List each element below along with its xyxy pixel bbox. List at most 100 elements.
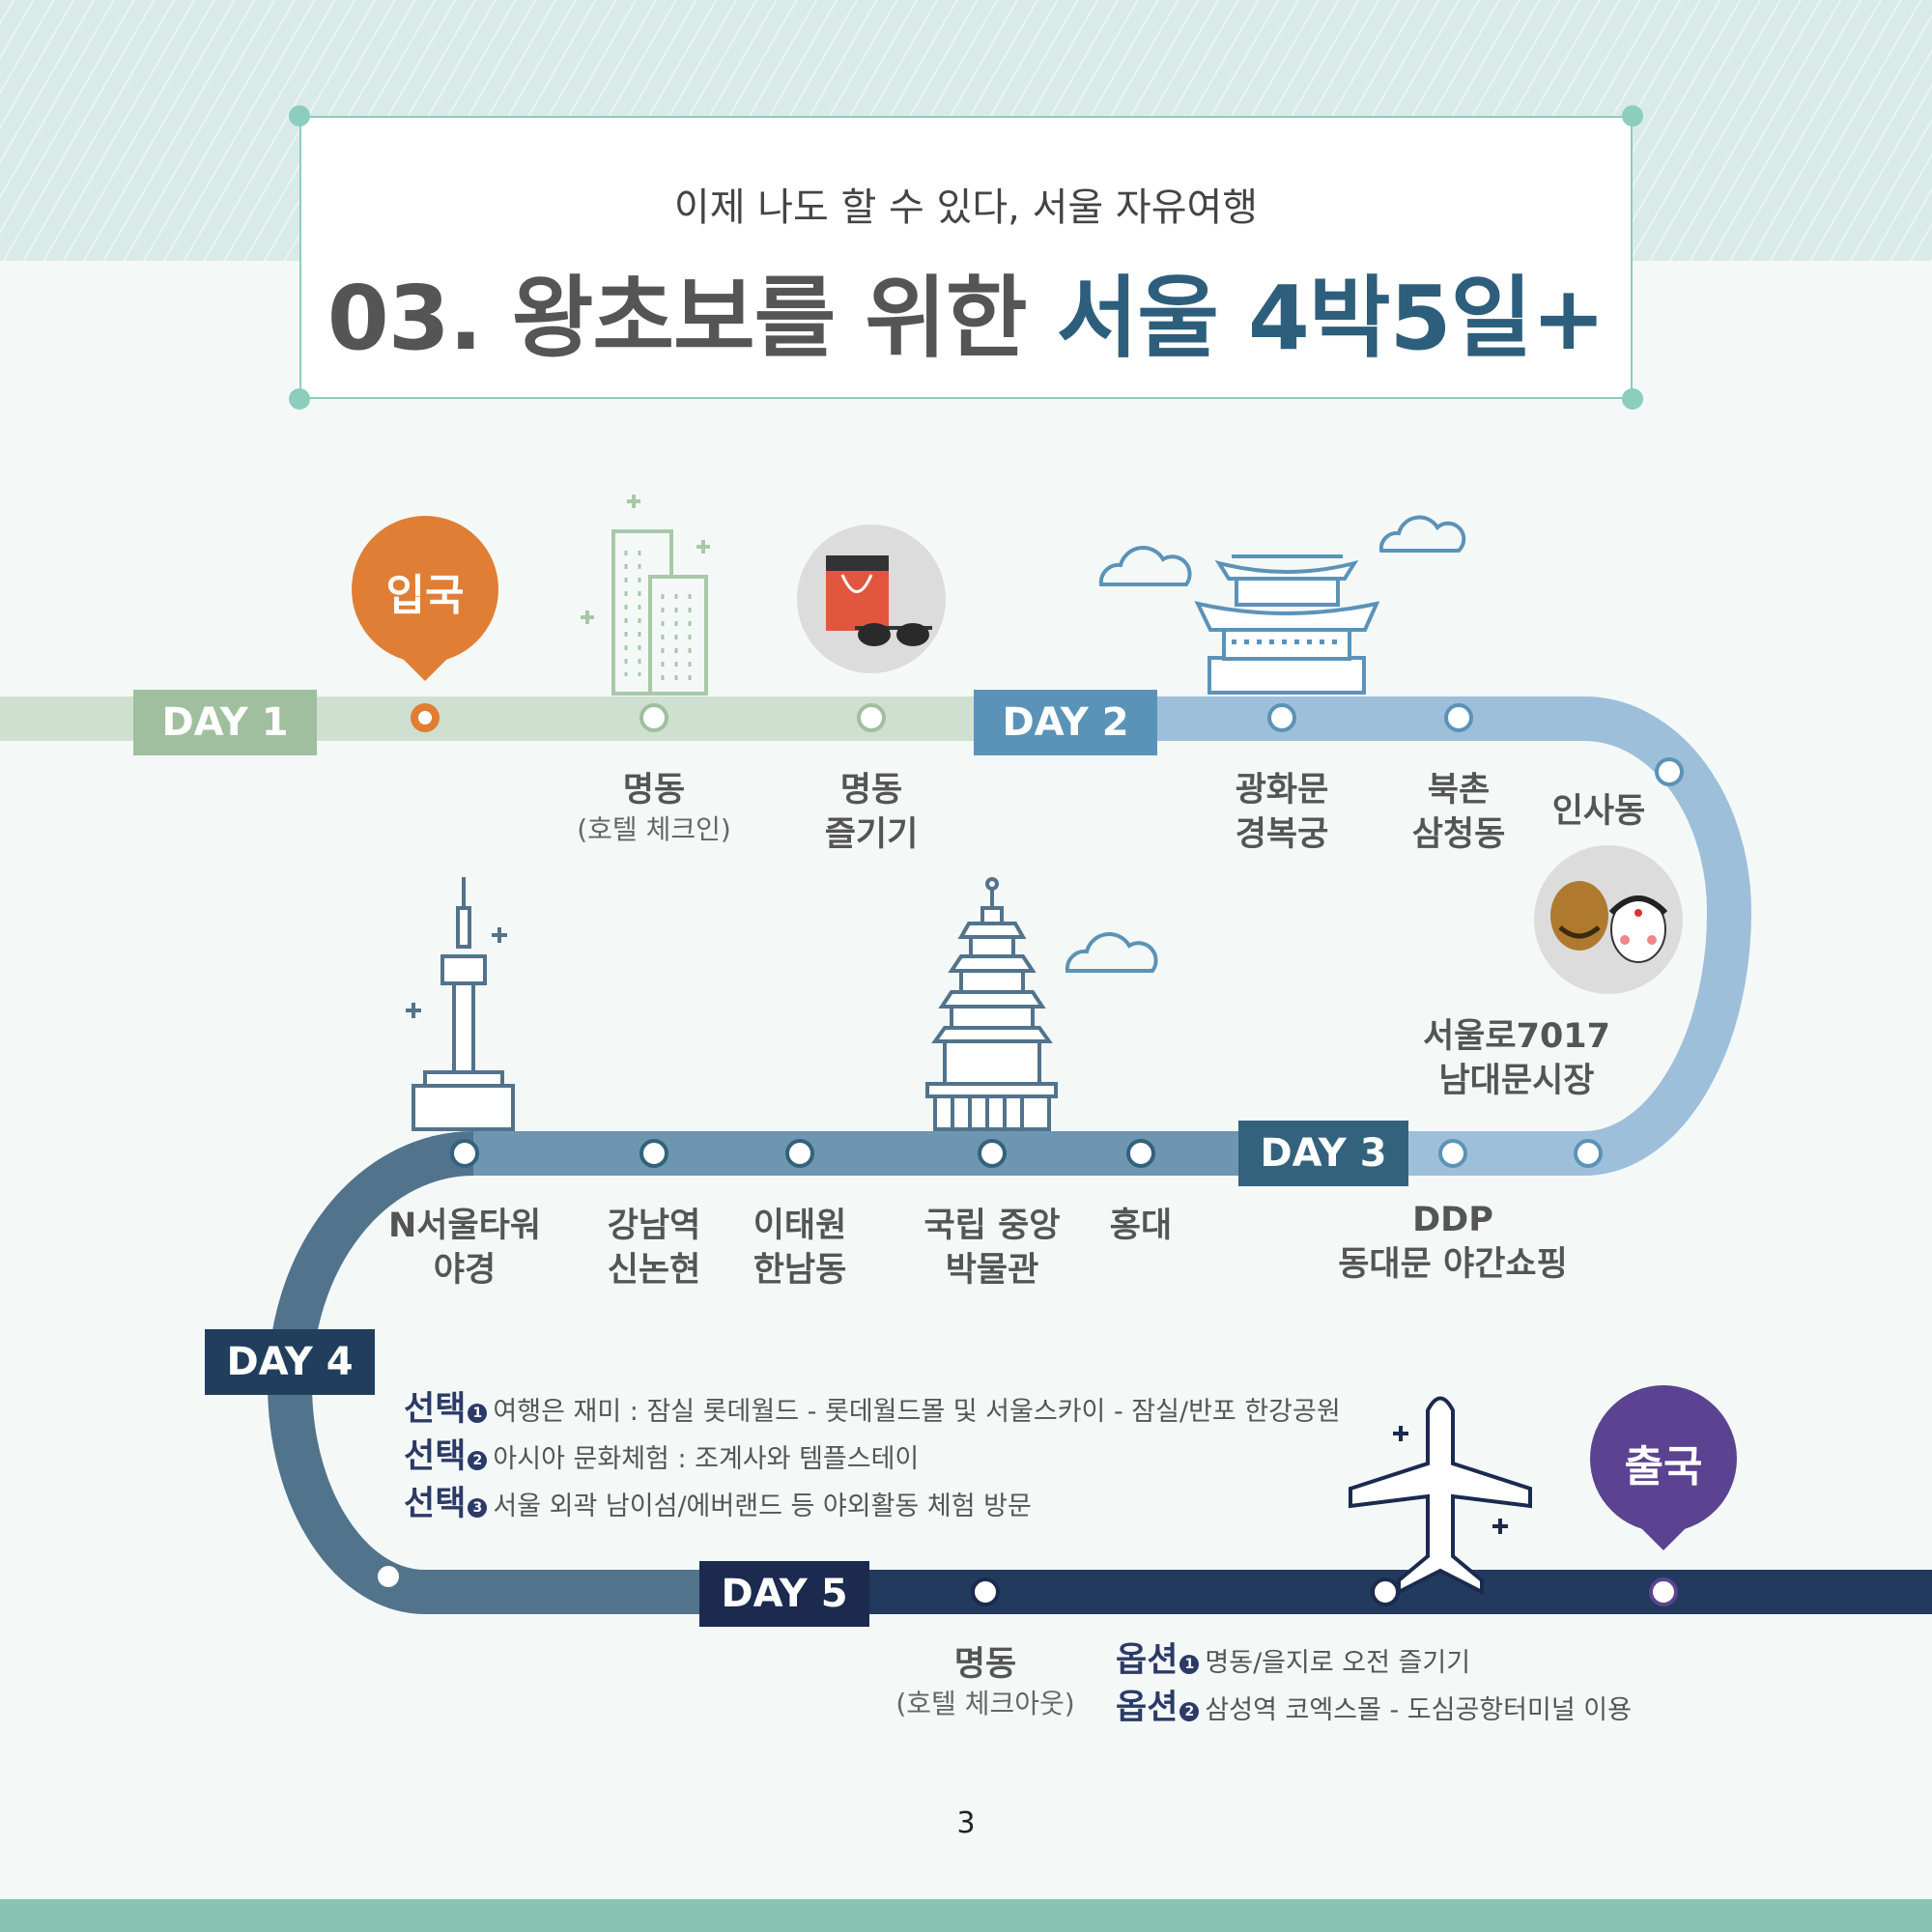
building-icon	[581, 495, 710, 696]
stop-myeongdong-checkout: 명동 (호텔 체크아웃)	[874, 1642, 1096, 1721]
day5-tag: DAY 5	[699, 1561, 869, 1627]
option-text: 명동/을지로 오전 즐기기	[1205, 1648, 1471, 1678]
stop-line1: 서울로7017	[1422, 1017, 1610, 1056]
station-myeongdong	[639, 703, 668, 732]
day3-route	[473, 1131, 1372, 1176]
stop-name: 명동	[622, 771, 686, 810]
stop-insadong: 인사동	[1512, 789, 1686, 834]
stop-line1: DDP	[1412, 1201, 1493, 1239]
day5-route	[705, 1570, 1932, 1614]
station-departure	[1649, 1577, 1678, 1606]
title-main: 03. 왕초보를 위한	[327, 267, 1057, 370]
stop-line1: 강남역	[607, 1207, 701, 1245]
tower-icon	[406, 877, 515, 1131]
choice-text: 아시아 문화체험 : 조계사와 템플스테이	[493, 1444, 920, 1474]
stop-line2: 야경	[433, 1251, 497, 1290]
stop-line1: 북촌	[1427, 771, 1491, 810]
stop-ntower: N서울타워 야경	[368, 1204, 561, 1293]
stop-line2: 박물관	[945, 1251, 1039, 1290]
stop-note: (호텔 체크아웃)	[895, 1688, 1075, 1719]
option-number: 1	[1179, 1654, 1200, 1674]
station-myeongdong-enjoy	[857, 703, 886, 732]
station-ddp	[1438, 1139, 1467, 1168]
stop-line1: 국립 중앙	[923, 1207, 1061, 1245]
shopping-bag-icon	[797, 525, 946, 673]
choice-number: 2	[468, 1450, 488, 1470]
stop-note: (호텔 체크인)	[577, 813, 731, 845]
stop-line2: 즐기기	[824, 815, 919, 854]
station-myeongdong-checkout	[971, 1577, 1000, 1606]
arrival-pin-label: 입국	[385, 571, 465, 620]
arrival-pin-shape	[352, 516, 498, 681]
station-airport	[1371, 1577, 1400, 1606]
palace-icon	[1194, 554, 1380, 695]
stop-line2: 삼청동	[1411, 815, 1506, 854]
stop-bukchon: 북촌 삼청동	[1372, 768, 1546, 857]
corner-dot	[1622, 105, 1643, 127]
stop-museum: 국립 중앙 박물관	[895, 1204, 1089, 1293]
stop-name: 명동	[953, 1645, 1017, 1684]
option-number: 2	[1179, 1701, 1200, 1721]
station-museum	[978, 1139, 1007, 1168]
stop-myeongdong-enjoy: 명동 즐기기	[784, 768, 958, 857]
cloud-icon	[1065, 515, 1466, 973]
departure-pin-label: 출국	[1624, 1442, 1703, 1492]
corner-dot	[1622, 388, 1643, 410]
choice-label: 선택	[404, 1485, 467, 1523]
stop-line2: 동대문 야간쇼핑	[1338, 1245, 1568, 1284]
stop-myeongdong-checkin: 명동 (호텔 체크인)	[548, 768, 760, 847]
station-gangnam	[639, 1139, 668, 1168]
station-ntower	[450, 1139, 479, 1168]
station-hongdae	[1126, 1139, 1155, 1168]
option-text: 삼성역 코엑스몰 - 도심공항터미널 이용	[1205, 1695, 1632, 1725]
choice-number: 1	[468, 1403, 488, 1423]
day4-tag: DAY 4	[205, 1329, 375, 1395]
stop-ddp: DDP 동대문 야간쇼핑	[1298, 1198, 1607, 1287]
option-label: 옵션	[1116, 1641, 1179, 1680]
page-title: 03. 왕초보를 위한 서울 4박5일+	[299, 246, 1633, 375]
stop-itaewon: 이태원 한남동	[723, 1204, 877, 1293]
footer-band	[0, 1899, 1932, 1932]
station-seoullo	[1574, 1139, 1603, 1168]
corner-dot	[289, 388, 310, 410]
stop-hongdae: 홍대	[1073, 1204, 1208, 1248]
stop-line1: 홍대	[1109, 1207, 1173, 1245]
departure-pin-shape	[1590, 1385, 1737, 1550]
page-subtitle: 이제 나도 할 수 있다, 서울 자유여행	[673, 185, 1259, 230]
option-label: 옵션	[1116, 1689, 1179, 1727]
stop-gwanghwamun: 광화문 경복궁	[1195, 768, 1369, 857]
station-itaewon	[785, 1139, 814, 1168]
stop-gangnam: 강남역 신논현	[577, 1204, 731, 1293]
stop-seoullo: 서울로7017 남대문시장	[1401, 1014, 1633, 1103]
museum-icon	[925, 877, 1058, 1131]
day1-tag: DAY 1	[133, 690, 317, 755]
stop-line2: 경복궁	[1235, 815, 1329, 854]
corner-dot	[289, 105, 310, 127]
title-box	[299, 116, 1633, 399]
title-highlight: 서울 4박5일+	[1056, 267, 1606, 370]
stop-line2: 신논현	[607, 1251, 701, 1290]
airplane-icon	[1349, 1396, 1532, 1596]
day3-tag: DAY 3	[1238, 1121, 1408, 1186]
stop-line1: 이태원	[753, 1207, 847, 1245]
choice-number: 3	[468, 1497, 488, 1518]
choice-text: 서울 외곽 남이섬/에버랜드 등 야외활동 체험 방문	[493, 1492, 1032, 1521]
station-bukchon	[1444, 703, 1473, 732]
stop-line1: 광화문	[1235, 771, 1329, 810]
stop-line1: N서울타워	[387, 1207, 542, 1245]
stop-line2: 한남동	[753, 1251, 847, 1290]
page-number: 3	[956, 1806, 976, 1840]
station-insadong	[1655, 757, 1684, 786]
stop-line1: 인사동	[1551, 792, 1646, 831]
choice-label: 선택	[404, 1390, 467, 1429]
day2-tag: DAY 2	[974, 690, 1157, 755]
station-day4-end	[374, 1562, 403, 1591]
station-gwanghwamun	[1267, 703, 1296, 732]
